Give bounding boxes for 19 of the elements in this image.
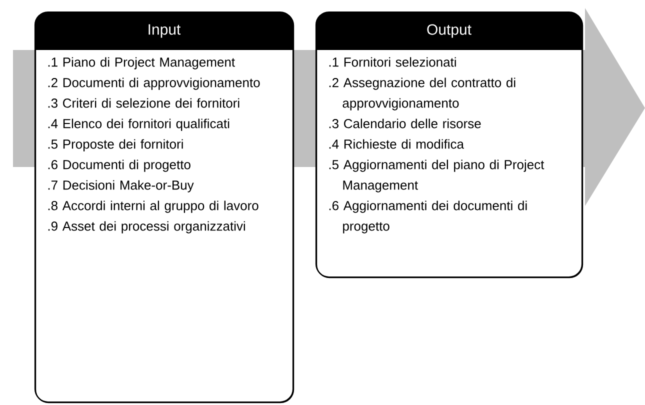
list-item: .1 Piano di Project Management	[48, 57, 235, 70]
list-item: .8 Accordi interni al gruppo di lavoro	[48, 200, 258, 213]
list-box	[34, 11, 294, 404]
list-item: .4 Elenco dei fornitori qualificati	[48, 118, 230, 131]
list-item: .3 Criteri di selezione dei fornitori	[48, 98, 240, 108]
list-item: .3 Calendario delle risorse	[329, 118, 481, 128]
list-box	[315, 11, 584, 278]
list-item: .6 Aggiornamenti dei documenti di progetto	[329, 200, 527, 234]
list-item: .1 Fornitori selezionati	[329, 57, 456, 67]
list-item: .5 Aggiornamenti del piano di Project Management	[329, 160, 544, 192]
list-item: .4 Richieste di modifica	[329, 139, 464, 149]
box-heading: Output	[427, 24, 472, 38]
list-item: .6 Documenti di progetto	[48, 160, 190, 172]
list-item: .7 Decisioni Make-or-Buy	[48, 180, 194, 192]
list-item: .9 Asset dei processi organizzativi	[48, 221, 245, 234]
list-item: .2 Assegnazione del contratto di approvvigionamento	[329, 78, 516, 110]
list-item: .5 Proposte dei fornitori	[48, 139, 183, 152]
list-item: .2 Documenti di approvvigionamento	[48, 78, 260, 90]
box-heading: Input	[148, 24, 181, 38]
